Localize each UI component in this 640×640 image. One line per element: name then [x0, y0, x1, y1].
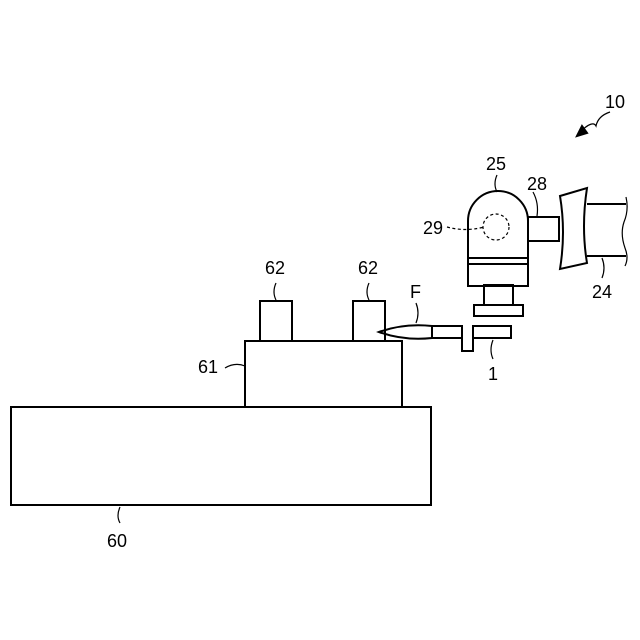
label-axis: 29 — [423, 218, 443, 238]
base-leader — [118, 507, 120, 523]
label-workpiece: 1 — [488, 364, 498, 384]
nozzle-body — [432, 326, 462, 338]
link-body — [587, 204, 626, 256]
axis-circle — [483, 214, 509, 240]
fixture-left — [260, 301, 292, 341]
link-flange — [560, 188, 587, 269]
fixture-right-leader — [367, 283, 369, 300]
holder-plate — [474, 305, 523, 316]
label-device: 10 — [605, 92, 625, 112]
table-block — [245, 341, 402, 407]
holder-stem — [484, 285, 513, 305]
table-leader — [225, 364, 245, 368]
workpiece-leader — [491, 340, 493, 359]
label-link: 24 — [592, 282, 612, 302]
fixture-right — [353, 301, 385, 341]
label-base: 60 — [107, 531, 127, 551]
label-fixture-left: 62 — [265, 258, 285, 278]
label-fixture-right: 62 — [358, 258, 378, 278]
flame-leader — [416, 303, 418, 323]
label-flame: F — [410, 282, 421, 302]
fixture-left-leader — [274, 283, 276, 300]
link-leader — [602, 258, 604, 278]
label-arm: 28 — [527, 174, 547, 194]
label-joint: 25 — [486, 154, 506, 174]
device-arrow-shaft — [581, 112, 610, 131]
label-table: 61 — [198, 357, 218, 377]
joint-housing — [468, 191, 528, 286]
arm-leader — [533, 192, 538, 216]
nozzle-hook — [462, 326, 511, 351]
joint-leader — [495, 175, 497, 192]
base-block — [11, 407, 431, 505]
flame-shape — [379, 325, 432, 339]
axis-leader — [447, 227, 484, 230]
arm-shaft — [528, 217, 559, 241]
